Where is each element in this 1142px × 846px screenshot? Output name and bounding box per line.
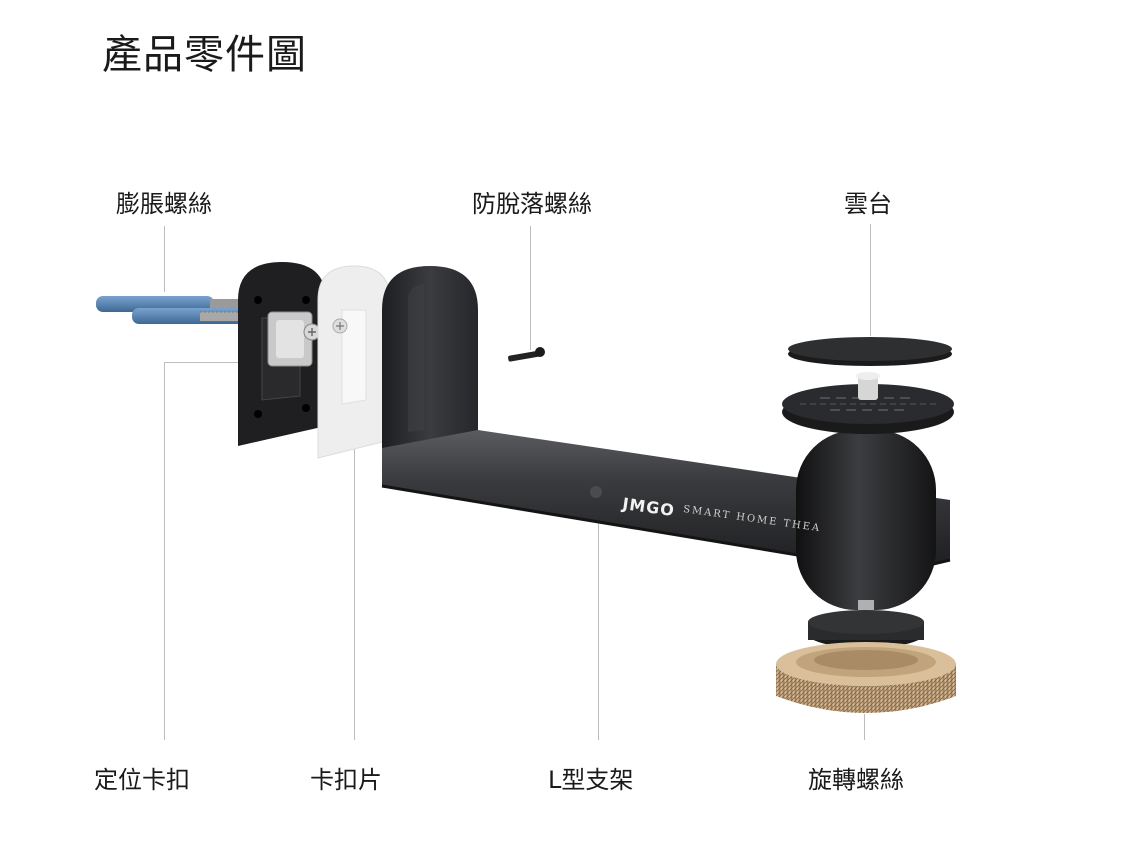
leader-line-positioning-clip-v [164, 362, 165, 740]
anti-drop-screw [508, 347, 545, 362]
page-title: 產品零件圖 [102, 32, 307, 78]
l-bracket-upright [382, 266, 478, 470]
pan-tilt-pad [788, 337, 952, 366]
label-anti-drop-screw: 防脫落螺絲 [472, 190, 592, 218]
leader-line-anti-drop-screw [530, 226, 531, 350]
label-anchor-screw: 膨脹螺絲 [116, 190, 212, 218]
leader-line-positioning-clip-h [164, 362, 264, 363]
leader-line-rotating-screw [864, 714, 865, 740]
expansion-anchor-lower [132, 308, 270, 324]
metal-clip-block [267, 311, 321, 367]
leader-line-anchor-screw [164, 226, 165, 292]
leader-line-clip-plate [354, 444, 355, 740]
pan-tilt-ball-head [782, 372, 954, 610]
leader-line-pan-tilt-head [870, 224, 871, 336]
label-l-bracket: L型支架 [548, 766, 634, 794]
rotating-screw-knob [776, 642, 956, 713]
label-rotating-screw: 旋轉螺絲 [808, 766, 904, 794]
leader-line-l-bracket [598, 520, 599, 740]
label-positioning-clip: 定位卡扣 [94, 766, 190, 794]
label-pan-tilt-head: 雲台 [844, 190, 892, 218]
label-clip-plate: 卡扣片 [310, 766, 382, 794]
